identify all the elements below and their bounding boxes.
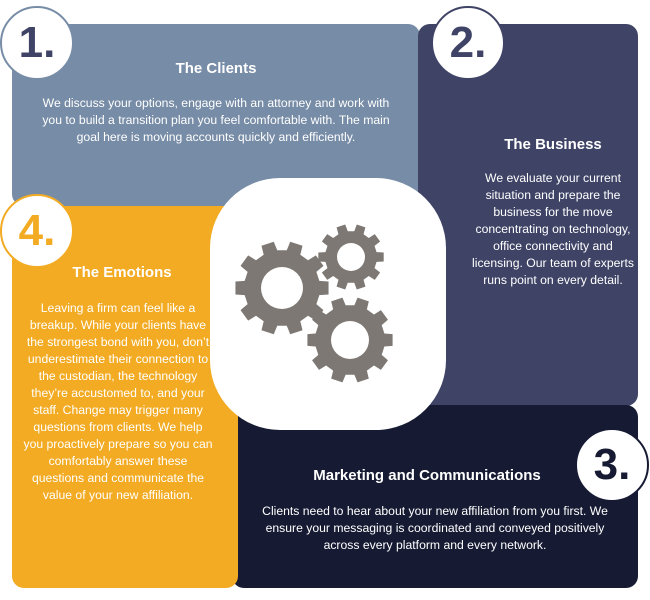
business-panel: The Business We evaluate your current si… <box>418 24 638 406</box>
emotions-panel: The Emotions Leaving a firm can feel lik… <box>12 206 238 588</box>
emotions-body: Leaving a firm can feel like a breakup. … <box>23 301 213 502</box>
marketing-panel: Marketing and Communications Clients nee… <box>232 405 638 588</box>
business-title: The Business <box>504 136 602 153</box>
medium-gear-icon <box>307 297 393 383</box>
step-2-badge: 2. <box>431 6 505 80</box>
step-1-badge: 1. <box>0 6 74 80</box>
clients-body: We discuss your options, engage with an … <box>42 96 390 144</box>
gear-mid-hole <box>331 321 369 359</box>
clients-panel: The Clients We discuss your options, eng… <box>12 24 420 206</box>
clients-title: The Clients <box>175 60 257 77</box>
step-4-badge: 4. <box>0 194 74 268</box>
marketing-body: Clients need to hear about your new affi… <box>262 504 608 552</box>
business-body: We evaluate your current situation and p… <box>472 171 634 287</box>
gear-big-hole <box>261 267 303 309</box>
small-gear-icon <box>318 224 384 290</box>
gear-small-hole <box>337 243 365 271</box>
emotions-title: The Emotions <box>72 264 172 281</box>
step-3-badge: 3. <box>575 428 649 502</box>
marketing-title: Marketing and Communications <box>313 467 541 484</box>
large-gear-icon <box>235 241 329 335</box>
